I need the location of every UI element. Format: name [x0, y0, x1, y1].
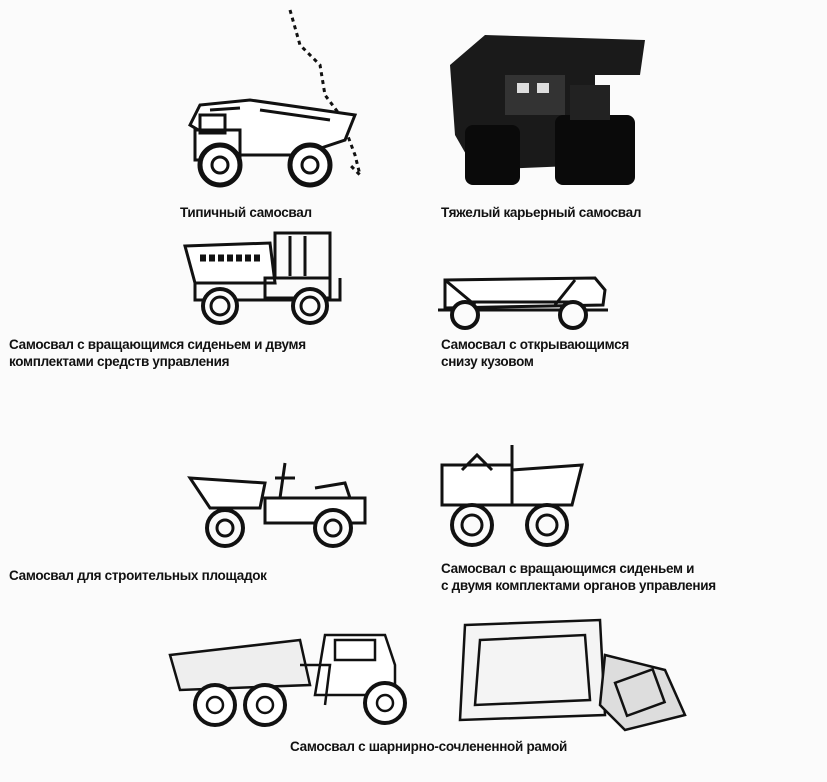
articulated-dump-truck-top-illustration — [450, 615, 695, 735]
caption-line: снизу кузовом — [441, 354, 534, 369]
caption-line: комплектами средств управления — [9, 354, 230, 369]
site-dumper-illustration — [185, 458, 380, 553]
caption-typical-dump-truck: Типичный самосвал — [180, 205, 312, 220]
articulated-dump-truck-side-illustration — [160, 625, 445, 730]
typical-dump-truck-illustration — [180, 5, 380, 200]
caption-swivel-seat-dump-truck: Самосвал с вращающимся сиденьем и двумя … — [9, 336, 306, 370]
swivel-seat-site-dumper-illustration — [432, 440, 597, 550]
caption-line: Самосвал с вращающимся сиденьем и двумя — [9, 337, 306, 352]
heavy-mining-dump-truck-illustration — [445, 15, 650, 190]
caption-articulated-dump-truck: Самосвал с шарнирно-сочлененной рамой — [290, 739, 568, 754]
caption-swivel-seat-site-dumper: Самосвал с вращающимся сиденьем и с двум… — [441, 560, 716, 594]
caption-heavy-mining-dump-truck: Тяжелый карьерный самосвал — [441, 205, 642, 220]
caption-line: Самосвал с вращающимся сиденьем и — [441, 561, 695, 576]
caption-bottom-dump-truck: Самосвал с открывающимся снизу кузовом — [441, 336, 629, 370]
swivel-seat-dump-truck-illustration — [180, 228, 355, 328]
caption-line: Самосвал с открывающимся — [441, 337, 629, 352]
caption-line: с двумя комплектами органов управления — [441, 578, 716, 593]
bottom-dump-truck-illustration — [435, 270, 615, 335]
caption-site-dumper: Самосвал для строительных площадок — [9, 568, 267, 583]
